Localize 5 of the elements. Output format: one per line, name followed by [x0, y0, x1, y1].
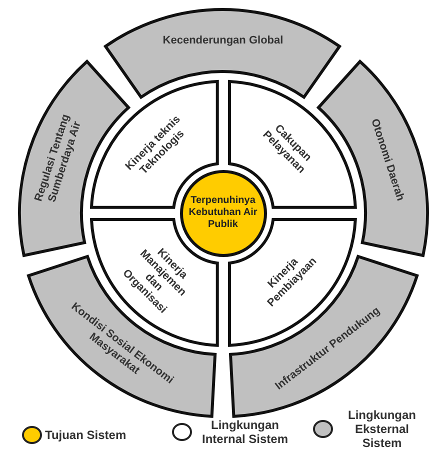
segment-label: Kecenderungan Global: [162, 34, 284, 48]
goal-label: Terpenuhinya Kebutuhan Air Publik: [188, 195, 258, 231]
legend-label: Tujuan Sistem: [45, 428, 126, 442]
legend-label: Lingkungan Eksternal Sistem: [347, 408, 417, 450]
legend-label: Lingkungan Internal Sistem: [200, 418, 290, 446]
